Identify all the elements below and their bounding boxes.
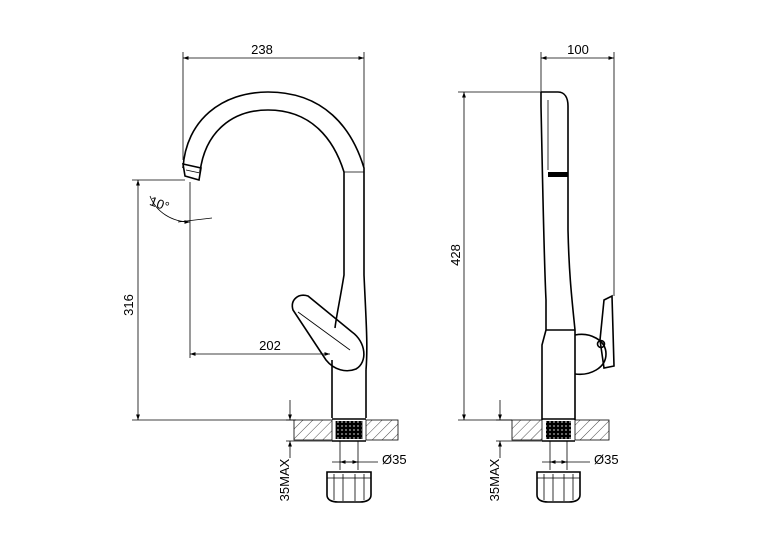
side-band <box>548 172 568 177</box>
side-deck-left <box>511 419 543 441</box>
dim-handle-reach: 202 <box>259 338 281 353</box>
front-handle-lever <box>291 294 365 372</box>
side-mount-nut <box>546 421 571 439</box>
front-spout-inner <box>199 109 345 329</box>
side-column-outline <box>541 91 576 420</box>
front-spout-outline <box>182 91 368 371</box>
side-fitting <box>536 471 581 503</box>
side-handle-pivot <box>596 339 606 349</box>
front-deck-right <box>365 419 399 441</box>
side-handle-lever <box>599 294 615 369</box>
dim-hole-diameter-front: Ø35 <box>382 452 407 467</box>
dim-spout-angle: 10° <box>148 193 172 214</box>
dim-max-thickness-side: 35MAX <box>487 458 502 501</box>
dim-body-depth: 100 <box>567 42 589 57</box>
side-handle-body <box>574 333 607 376</box>
dim-hole-diameter-side: Ø35 <box>594 452 619 467</box>
side-deck-right <box>574 419 610 441</box>
front-deck-left <box>293 419 333 441</box>
front-mount-nut <box>336 421 362 439</box>
side-view: 100 428 Ø35 35MAX <box>448 42 619 503</box>
front-view: 238 316 202 10° Ø35 35MAX <box>121 42 407 503</box>
dim-spout-reach: 238 <box>251 42 273 57</box>
dim-spout-height: 316 <box>121 294 136 316</box>
front-fitting <box>326 471 372 503</box>
dim-total-height: 428 <box>448 244 463 266</box>
dim-max-thickness-front: 35MAX <box>277 458 292 501</box>
front-aerator <box>182 162 202 182</box>
